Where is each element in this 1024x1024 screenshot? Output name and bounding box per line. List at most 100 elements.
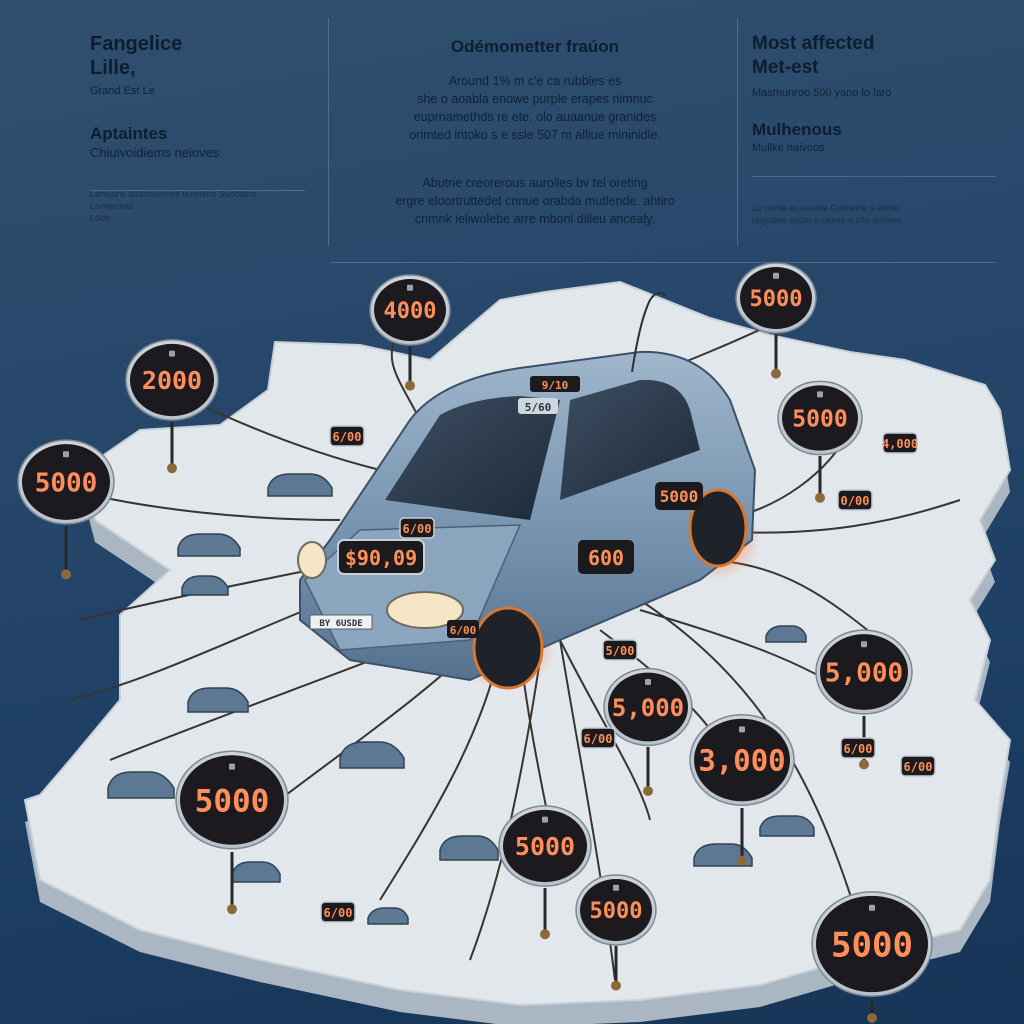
right-heading: Mulhenous bbox=[752, 120, 842, 139]
left-subtitle: Grand Est Le bbox=[90, 85, 155, 97]
mini-car bbox=[439, 835, 499, 861]
gauge-indicator bbox=[861, 641, 867, 648]
mileage-tag-box bbox=[900, 755, 936, 777]
gauge-indicator bbox=[63, 451, 69, 458]
main-car: $90,09 5000 600 9/10 5/60 6/00 BY 6USDE bbox=[297, 291, 760, 690]
gauge-reading: 5000 bbox=[515, 832, 575, 861]
gauge-pin-base bbox=[737, 855, 747, 866]
mileage-tag-text: 4,000 bbox=[882, 437, 918, 451]
odometer-gauge: 5000 bbox=[575, 874, 657, 991]
mileage-tag-box bbox=[399, 517, 435, 539]
right-subheading: Mullke naivoos bbox=[752, 142, 825, 154]
mileage-tag: 6/00 bbox=[399, 517, 435, 539]
gauge-pin-base bbox=[643, 786, 653, 796]
mini-car bbox=[759, 815, 815, 837]
center-para1-line: euprnamethds re ete. olo auaanue granide… bbox=[413, 110, 657, 124]
mileage-tag: 6/00 bbox=[329, 425, 365, 447]
gauge-indicator bbox=[773, 272, 779, 279]
left-heading: Aptaintes bbox=[90, 124, 168, 143]
odometer-gauge: 5000 bbox=[777, 380, 863, 503]
header-bottom-rule bbox=[330, 262, 996, 263]
right-fine-print: Lu ounle ex evame Gréneine s elmie ungua… bbox=[752, 202, 1002, 226]
mileage-tag-text: 6/00 bbox=[324, 906, 353, 920]
mileage-tag-box bbox=[602, 639, 638, 661]
gauge-reading: 5,000 bbox=[612, 694, 684, 722]
gauge-indicator bbox=[229, 763, 235, 770]
license-plate bbox=[309, 614, 373, 630]
gauge-pin-base bbox=[227, 904, 237, 915]
gauge-indicator bbox=[542, 816, 548, 823]
mileage-tag: 4,000 bbox=[882, 432, 918, 454]
windshield bbox=[385, 396, 560, 520]
gauge-reading: 5000 bbox=[831, 925, 913, 965]
mileage-tag-text: 0/00 bbox=[841, 494, 870, 508]
gauge-reading: 2000 bbox=[142, 366, 202, 395]
odometer-gauge: 5000 bbox=[811, 891, 933, 1023]
gauge-indicator bbox=[407, 284, 413, 291]
left-fine-line: Lonnecvas bbox=[90, 201, 134, 211]
mileage-tag-text: 6/00 bbox=[403, 522, 432, 536]
mileage-tag: 6/00 bbox=[320, 901, 356, 923]
gauge-reading: 3,000 bbox=[698, 744, 785, 778]
odometer-gauge: 5,000 bbox=[603, 667, 693, 796]
gauge-indicator bbox=[169, 350, 175, 357]
gauge-pin-base bbox=[540, 929, 550, 940]
door-display bbox=[578, 540, 634, 574]
gauge-reading: 5000 bbox=[792, 406, 847, 432]
mileage-tag-box bbox=[580, 727, 616, 749]
mileage-tag-text: 6/00 bbox=[904, 760, 933, 774]
mileage-tag: 5/00 bbox=[602, 639, 638, 661]
divider-left bbox=[328, 18, 329, 246]
gauge-reading: 5000 bbox=[750, 287, 803, 312]
gauge-pin-base bbox=[859, 759, 869, 770]
mileage-tag-box bbox=[882, 432, 918, 454]
gauge-reading: 4000 bbox=[384, 299, 437, 324]
gauge-pin-base bbox=[867, 1013, 877, 1023]
gauge-pin-base bbox=[405, 380, 415, 391]
mini-car bbox=[367, 907, 409, 925]
roof-sign bbox=[518, 398, 558, 414]
roof-sign-text: 5/60 bbox=[525, 401, 552, 414]
headlight bbox=[297, 541, 327, 579]
mileage-tag-box bbox=[837, 489, 873, 511]
gauge-face bbox=[694, 718, 790, 802]
antenna bbox=[631, 291, 667, 373]
center-info-panel: Odémometter fraúon Around 1% m c'e ca ru… bbox=[340, 0, 730, 262]
side-window bbox=[560, 379, 700, 500]
right-subtitle: Masmunroo 500 yano lo laro bbox=[752, 87, 892, 99]
gauge-face bbox=[180, 755, 284, 845]
odometer-gauge: 4000 bbox=[369, 274, 451, 391]
right-title-line1: Most affected bbox=[752, 33, 875, 54]
gauge-indicator bbox=[645, 679, 651, 685]
center-para2-line: ergre eloortruttedet cnnue orabda mutlen… bbox=[395, 194, 675, 208]
right-fine-line: unguane osute o ceime o cite anifees. bbox=[752, 215, 904, 225]
left-fine-line: Ltikle bbox=[90, 213, 112, 223]
center-para1-line: Around 1% m c'e ca rubbles es bbox=[448, 74, 622, 88]
left-title-line1: Fangelice bbox=[90, 33, 183, 55]
hood-display bbox=[337, 539, 425, 575]
gauge-indicator bbox=[817, 391, 823, 398]
center-title: Odémometter fraúon bbox=[450, 37, 620, 56]
mileage-tag: 6/00 bbox=[840, 737, 876, 759]
odometer-gauge: 5000 bbox=[735, 262, 817, 379]
roof-tag-text: 9/10 bbox=[542, 379, 569, 392]
odometer-gauge: 5000 bbox=[175, 750, 289, 915]
gauge-face bbox=[740, 267, 812, 329]
gauge-reading: 5000 bbox=[195, 783, 270, 819]
mini-car bbox=[181, 575, 229, 596]
gauge-face bbox=[820, 634, 908, 710]
right-info-panel: Most affected Met-est Masmunroo 500 yano… bbox=[752, 0, 1002, 262]
right-fine-line: Lu ounle ex evame Gréneine s elmie bbox=[752, 203, 899, 213]
wheel-tag bbox=[447, 620, 479, 638]
mini-car bbox=[339, 741, 405, 769]
odometer-gauge: 2000 bbox=[125, 339, 219, 474]
left-panel-rule bbox=[90, 190, 305, 191]
headlight bbox=[386, 591, 464, 629]
gauge-indicator bbox=[869, 904, 875, 911]
gauge-face bbox=[22, 444, 110, 520]
gauge-pin-base bbox=[61, 569, 71, 580]
left-title-line2: Lille, bbox=[90, 57, 136, 79]
gauge-face bbox=[580, 879, 652, 941]
gauge-face bbox=[608, 672, 688, 742]
